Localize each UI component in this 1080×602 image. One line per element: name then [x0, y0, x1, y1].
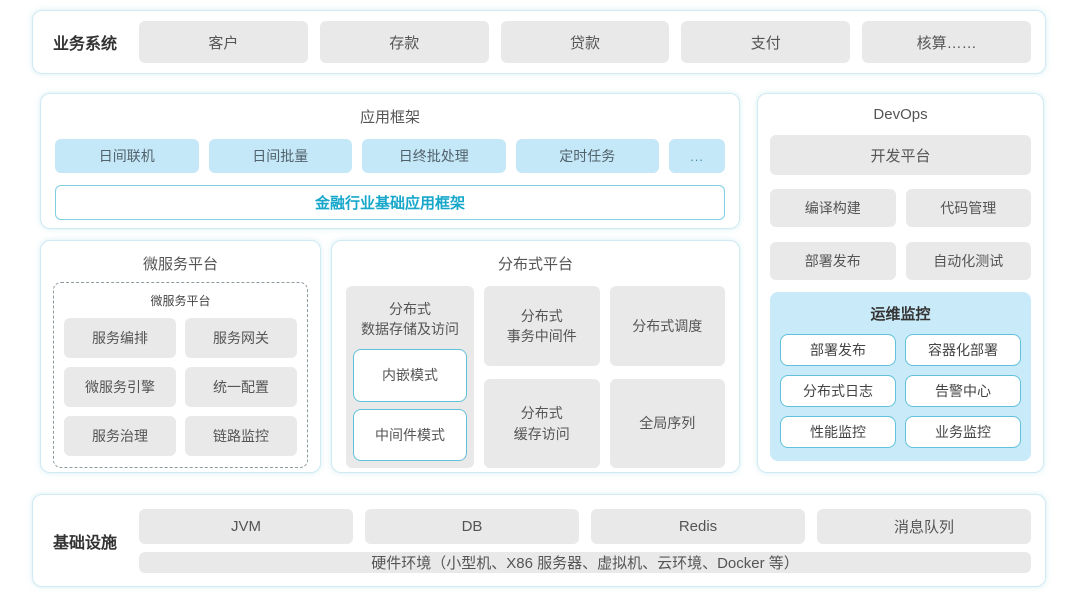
business-system-loan: 贷款	[500, 21, 670, 63]
global-sequence: 全局序列	[609, 379, 725, 468]
devops-grid: 编译构建 代码管理 部署发布 自动化测试	[770, 189, 1031, 280]
service-gateway: 服务网关	[185, 318, 297, 358]
microservice-title: 微服务平台	[142, 256, 218, 273]
compile-build: 编译构建	[770, 189, 896, 227]
framework-eod-batch: 日终批处理	[362, 139, 506, 173]
infrastructure-label: 基础设施	[53, 534, 118, 552]
middleware-mode: 中间件模式	[353, 408, 467, 461]
distributed-panel: 分布式平台 分布式 数据存储及访问 内嵌模式 中间件模式 分布式 事务中间件 分…	[331, 240, 740, 473]
business-system-deposit: 存款	[319, 21, 489, 63]
service-governance: 服务治理	[64, 416, 176, 456]
business-systems-label: 业务系统	[53, 36, 118, 53]
infra-db: DB	[365, 508, 580, 544]
ops-monitoring-grid: 部署发布 容器化部署 分布式日志 告警中心 性能监控 业务监控	[780, 334, 1021, 448]
business-systems-panel: 业务系统 客户 存款 贷款 支付 核算……	[32, 10, 1046, 74]
finance-base-framework-bar: 金融行业基础应用框架	[55, 185, 725, 220]
automated-testing: 自动化测试	[905, 242, 1031, 280]
deploy-release: 部署发布	[770, 242, 896, 280]
framework-scheduled-tasks: 定时任务	[515, 139, 659, 173]
alert-center: 告警中心	[905, 375, 1021, 407]
microservice-engine: 微服务引擎	[64, 367, 176, 407]
ops-monitoring-box: 运维监控 部署发布 容器化部署 分布式日志 告警中心 性能监控 业务监控	[770, 292, 1031, 461]
distributed-transaction-middleware: 分布式 事务中间件	[484, 286, 600, 366]
business-monitoring: 业务监控	[905, 416, 1021, 448]
unified-config: 统一配置	[185, 367, 297, 407]
microservice-panel: 微服务平台 微服务平台 服务编排 服务网关 微服务引擎 统一配置 服务治理 链路…	[40, 240, 321, 473]
business-system-customer: 客户	[139, 21, 308, 63]
app-framework-row: 日间联机 日间批量 日终批处理 定时任务 ...	[55, 139, 725, 173]
devops-panel: DevOps 开发平台 编译构建 代码管理 部署发布 自动化测试 运维监控 部署…	[757, 93, 1044, 473]
performance-monitoring: 性能监控	[780, 416, 896, 448]
distributed-title: 分布式平台	[497, 256, 573, 273]
infra-jvm: JVM	[139, 508, 354, 544]
devops-title: DevOps	[873, 106, 928, 123]
hardware-environment-bar: 硬件环境（小型机、X86 服务器、虚拟机、云环境、Docker 等）	[139, 551, 1031, 573]
infrastructure-row: JVM DB Redis 消息队列	[139, 508, 1032, 544]
app-framework-panel: 应用框架 日间联机 日间批量 日终批处理 定时任务 ... 金融行业基础应用框架	[40, 93, 740, 229]
distributed-cache-access: 分布式 缓存访问	[484, 379, 600, 468]
framework-daytime-online: 日间联机	[55, 139, 199, 173]
framework-daytime-batch: 日间批量	[208, 139, 352, 173]
ops-monitoring-title: 运维监控	[870, 306, 931, 323]
business-system-accounting: 核算……	[862, 21, 1031, 63]
tracing-monitor: 链路监控	[185, 416, 297, 456]
code-management: 代码管理	[905, 189, 1031, 227]
microservice-inner-title: 微服务平台	[150, 294, 211, 308]
business-system-payment: 支付	[681, 21, 851, 63]
monitor-deploy-release: 部署发布	[780, 334, 896, 366]
containerized-deployment: 容器化部署	[905, 334, 1021, 366]
infrastructure-content: JVM DB Redis 消息队列 硬件环境（小型机、X86 服务器、虚拟机、云…	[139, 508, 1032, 573]
microservice-grid: 服务编排 服务网关 微服务引擎 统一配置 服务治理 链路监控	[64, 318, 297, 456]
distributed-storage-label: 分布式 数据存储及访问	[361, 301, 459, 337]
dev-platform: 开发平台	[770, 135, 1031, 175]
distributed-logging: 分布式日志	[780, 375, 896, 407]
infra-message-queue: 消息队列	[817, 508, 1032, 544]
distributed-grid: 分布式 数据存储及访问 内嵌模式 中间件模式 分布式 事务中间件 分布式调度 分…	[346, 286, 725, 468]
app-framework-title: 应用框架	[359, 109, 420, 126]
business-systems-row: 客户 存款 贷款 支付 核算……	[139, 21, 1031, 63]
infra-redis: Redis	[591, 508, 806, 544]
service-orchestration: 服务编排	[64, 318, 176, 358]
framework-more: ...	[669, 139, 725, 173]
distributed-scheduling: 分布式调度	[609, 286, 725, 366]
infrastructure-panel: 基础设施 JVM DB Redis 消息队列 硬件环境（小型机、X86 服务器、…	[32, 494, 1046, 587]
embedded-mode: 内嵌模式	[353, 349, 467, 402]
microservice-inner-box: 微服务平台 服务编排 服务网关 微服务引擎 统一配置 服务治理 链路监控	[53, 282, 308, 468]
distributed-storage-box: 分布式 数据存储及访问 内嵌模式 中间件模式	[346, 286, 474, 468]
